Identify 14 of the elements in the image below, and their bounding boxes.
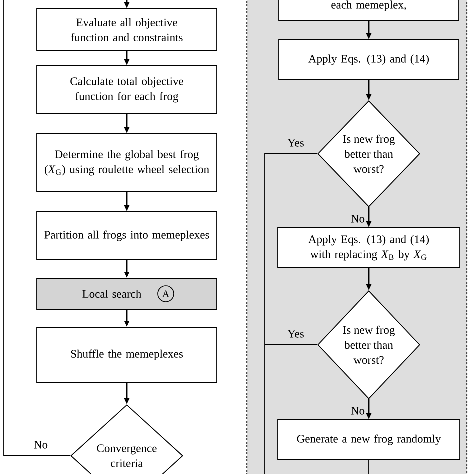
process-box: Partition all frogs into memeplexes: [36, 212, 218, 260]
edge-label: No: [34, 441, 48, 449]
edge-label: Yes: [288, 139, 304, 147]
process-box: each memeplex,: [278, 0, 460, 22]
edge-label: No: [351, 407, 365, 415]
process-box: Determine the global best frog (X$_{G}$) using roulette wheel selection: [36, 134, 218, 192]
process-box: Evaluate all objective function and constraints: [36, 8, 218, 52]
process-box: Apply Eqs. (13) and (14) with replacing X$_{B}$ by X$_{G}$: [278, 228, 460, 268]
process-box: Calculate total objective function for each frog: [36, 66, 218, 114]
process-box: Generate a new frog randomly: [278, 420, 460, 460]
edge-label: Yes: [288, 330, 304, 338]
process-box: Apply Eqs. (13) and (14): [278, 40, 460, 80]
process-box: Shuffle the memeplexes: [36, 327, 218, 383]
edge-label: No: [351, 215, 365, 223]
